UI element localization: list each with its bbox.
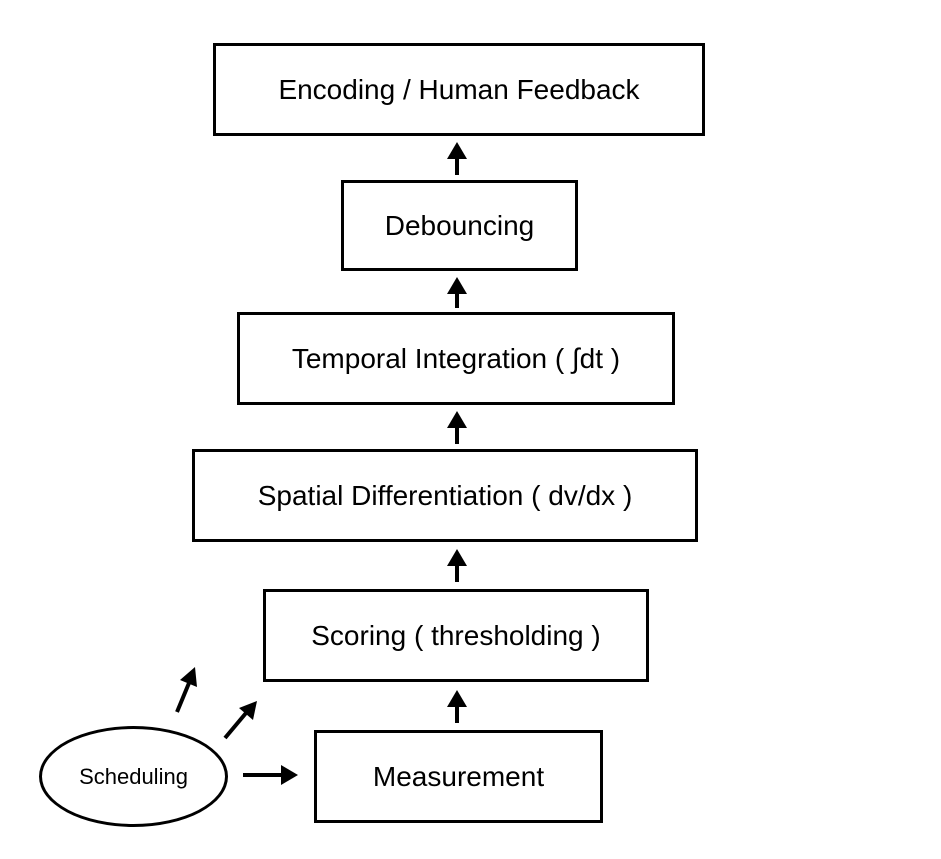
arrow-scheduling-to-scoring	[223, 701, 257, 740]
temporal-integration-box: Temporal Integration ( ∫dt )	[237, 312, 675, 405]
encoding-human-feedback-box: Encoding / Human Feedback	[213, 43, 705, 136]
measurement-box: Measurement	[314, 730, 603, 823]
encoding-human-feedback-label: Encoding / Human Feedback	[278, 73, 640, 105]
measurement-label: Measurement	[372, 760, 545, 792]
spatial-differentiation-box: Spatial Differentiation ( dv/dx )	[192, 449, 698, 542]
arrow-temporal-to-debouncing	[447, 277, 467, 308]
debouncing-label: Debouncing	[384, 209, 535, 241]
temporal-integration-label: Temporal Integration ( ∫dt )	[291, 342, 621, 374]
spatial-differentiation-label: Spatial Differentiation ( dv/dx )	[257, 479, 633, 511]
arrow-scoring-to-spatial	[447, 549, 467, 582]
arrow-measurement-to-scoring	[447, 690, 467, 723]
scheduling-label: Scheduling	[79, 763, 188, 789]
debouncing-box: Debouncing	[341, 180, 578, 271]
scoring-box: Scoring ( thresholding )	[263, 589, 649, 682]
scheduling-ellipse: Scheduling	[39, 726, 228, 827]
scoring-label: Scoring ( thresholding )	[311, 619, 601, 651]
arrow-scheduling-upward	[175, 667, 197, 713]
arrow-debouncing-to-encoding	[447, 142, 467, 175]
arrow-scheduling-to-measurement	[243, 765, 298, 785]
arrow-spatial-to-temporal	[447, 411, 467, 444]
